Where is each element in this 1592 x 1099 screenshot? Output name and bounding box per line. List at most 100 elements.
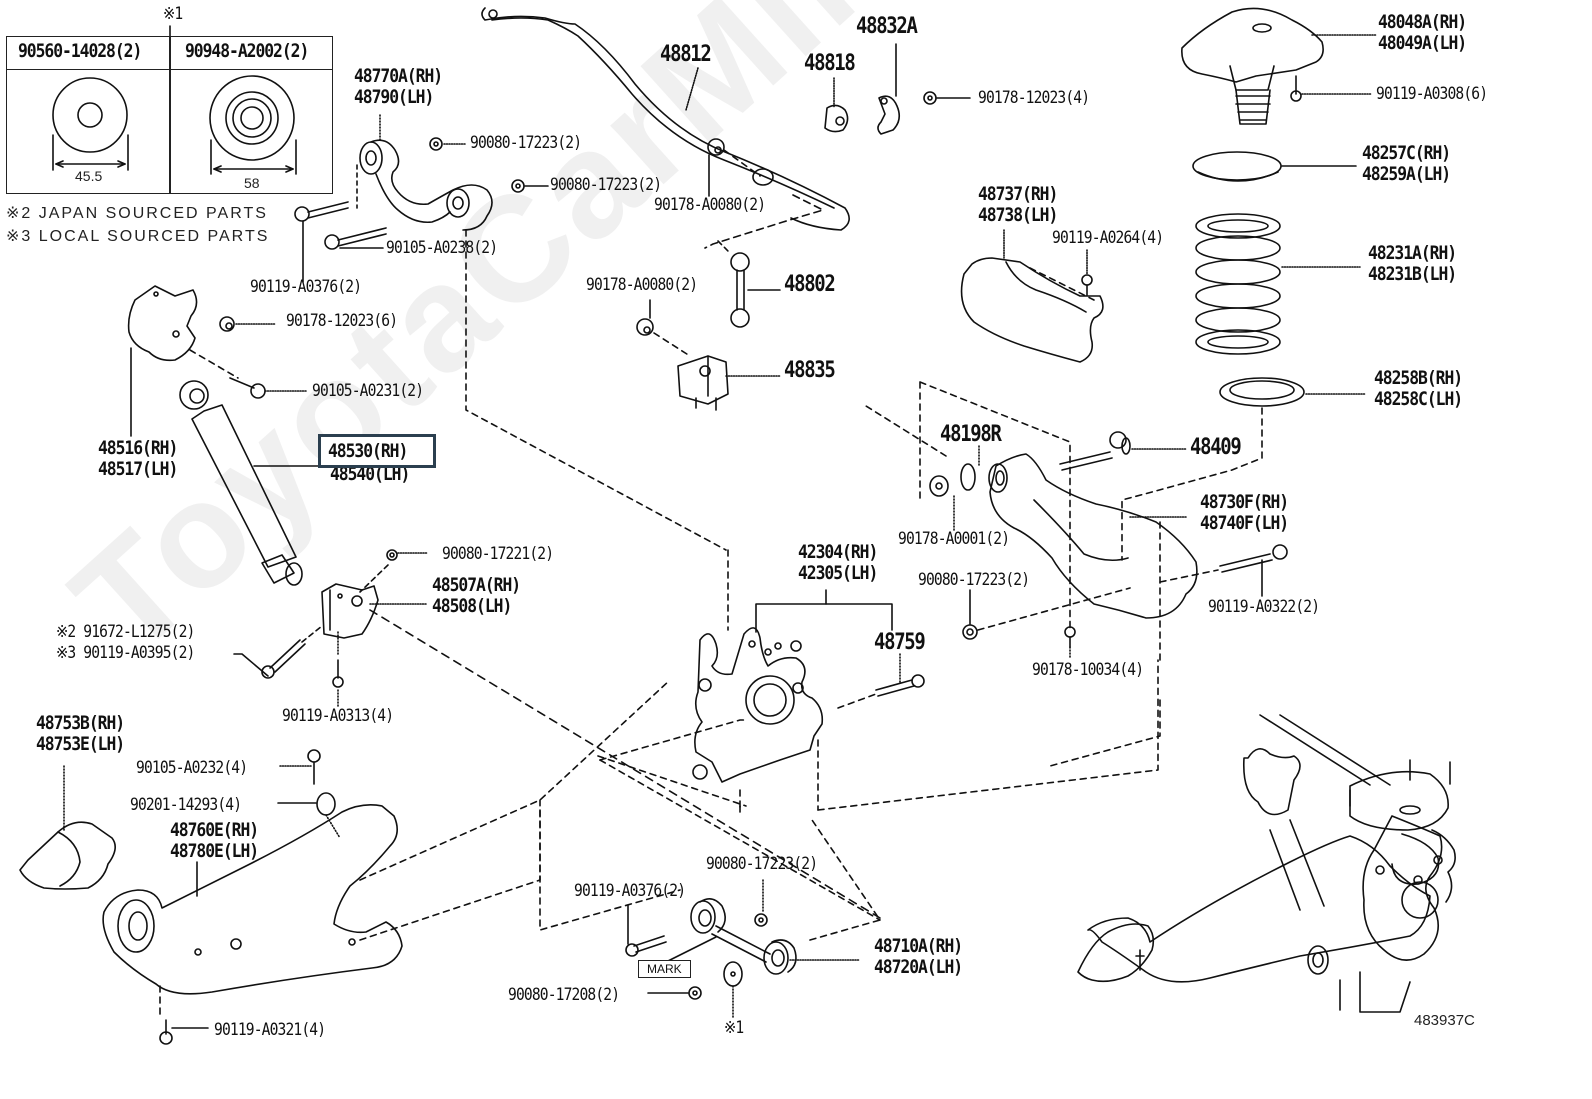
callout-nut-90080-17221[interactable]: 90080-17221(2) bbox=[442, 544, 554, 564]
callout-bolt-90119-a0321[interactable]: 90119-A0321(4) bbox=[214, 1020, 326, 1040]
note-table-divider bbox=[169, 37, 171, 193]
callout-knuckle-lh[interactable]: 42305(LH) bbox=[798, 562, 878, 584]
washer-45-icon bbox=[52, 77, 129, 171]
callout-lower-arm-lh[interactable]: 48740F(LH) bbox=[1200, 512, 1289, 534]
nut-icon bbox=[962, 624, 978, 640]
callout-upper-arm-lh[interactable]: 48790(LH) bbox=[354, 86, 434, 108]
coil-spring-drawing bbox=[1195, 213, 1281, 355]
callout-spring-cover-rh[interactable]: 48737(RH) bbox=[978, 183, 1058, 205]
callout-bolt-90119-a0264[interactable]: 90119-A0264(4) bbox=[1052, 228, 1164, 248]
callout-trailing-arm-lh[interactable]: 48780E(LH) bbox=[170, 840, 259, 862]
nut-icon bbox=[929, 475, 949, 497]
bracket-icon bbox=[877, 95, 901, 135]
washer-icon bbox=[316, 792, 336, 816]
bolt-icon bbox=[307, 749, 321, 785]
callout-bolt-90119-a0313[interactable]: 90119-A0313(4) bbox=[282, 706, 394, 726]
callout-lower-cover-lh[interactable]: 48753E(LH) bbox=[36, 733, 125, 755]
lower-insulator-drawing bbox=[1219, 377, 1305, 407]
table-dimension-2: 58 bbox=[244, 175, 260, 191]
callout-lower-insulator-rh[interactable]: 48258B(RH) bbox=[1374, 367, 1463, 389]
bolt-icon bbox=[875, 674, 925, 697]
callout-lower-cover-rh[interactable]: 48753B(RH) bbox=[36, 712, 125, 734]
callout-nut-90178-a0080-top[interactable]: 90178-A0080(2) bbox=[654, 195, 766, 215]
callout-nut-90178-12023-4[interactable]: 90178-12023(4) bbox=[978, 88, 1090, 108]
callout-bolt-japan-91672-l1275[interactable]: ※2 91672-L1275(2) bbox=[56, 622, 195, 642]
callout-nut-90178-a0001[interactable]: 90178-A0001(2) bbox=[898, 529, 1010, 549]
callout-lower-insulator-lh[interactable]: 48258C(LH) bbox=[1374, 388, 1463, 410]
callout-stabilizer-bracket[interactable]: 48832A bbox=[856, 14, 918, 39]
washer-58-icon bbox=[209, 75, 297, 175]
bolt-icon bbox=[294, 201, 349, 222]
callout-bolt-90105-a0231[interactable]: 90105-A0231(2) bbox=[312, 381, 424, 401]
nut-icon bbox=[429, 137, 443, 151]
callout-knuckle-rh[interactable]: 42304(RH) bbox=[798, 541, 878, 563]
callout-lower-bracket-rh[interactable]: 48507A(RH) bbox=[432, 574, 521, 596]
callout-nut-90080-17223-a[interactable]: 90080-17223(2) bbox=[470, 133, 582, 153]
callout-shock-absorber-rh[interactable]: 48530(RH) bbox=[328, 440, 408, 462]
table-dimension-1: 45.5 bbox=[75, 168, 103, 184]
bolt-icon bbox=[229, 377, 266, 399]
nut-icon bbox=[219, 316, 235, 332]
nut-icon bbox=[636, 318, 654, 336]
callout-shock-absorber-lh[interactable]: 48540(LH) bbox=[330, 463, 410, 485]
note-table bbox=[6, 36, 333, 194]
callout-nut-90080-17223-b[interactable]: 90080-17223(2) bbox=[550, 175, 662, 195]
callout-bolt-90119-a0376-top[interactable]: 90119-A0376(2) bbox=[250, 277, 362, 297]
absorber-bracket-drawing bbox=[127, 285, 198, 362]
callout-toe-link-lh[interactable]: 48720A(LH) bbox=[874, 956, 963, 978]
table-part-1[interactable]: 90560-14028(2) bbox=[18, 40, 142, 62]
nut-icon bbox=[1064, 626, 1076, 648]
callout-bolt-90105-a0232[interactable]: 90105-A0232(4) bbox=[136, 758, 248, 778]
callout-nut-90080-17208[interactable]: 90080-17208(2) bbox=[508, 985, 620, 1005]
callout-spring-cover-lh[interactable]: 48738(LH) bbox=[978, 204, 1058, 226]
highlight-box bbox=[318, 434, 436, 468]
callout-stabilizer-bar[interactable]: 48812 bbox=[660, 42, 712, 67]
callout-upper-arm-rh[interactable]: 48770A(RH) bbox=[354, 65, 443, 87]
callout-washer-ref[interactable]: ※1 bbox=[724, 1018, 744, 1038]
callout-stabilizer-link-bracket[interactable]: 48835 bbox=[784, 358, 836, 383]
upper-insulator-drawing bbox=[1192, 151, 1282, 182]
callout-bolt-48759[interactable]: 48759 bbox=[874, 630, 926, 655]
callout-bolt-90105-a0238[interactable]: 90105-A0238(2) bbox=[386, 238, 498, 258]
callout-trailing-arm-rh[interactable]: 48760E(RH) bbox=[170, 819, 259, 841]
nut-icon bbox=[707, 138, 725, 156]
nut-icon bbox=[688, 986, 702, 1000]
callout-nut-90178-a0080-mid[interactable]: 90178-A0080(2) bbox=[586, 275, 698, 295]
callout-bolt-90119-a0308[interactable]: 90119-A0308(6) bbox=[1376, 84, 1488, 104]
callout-stabilizer-link[interactable]: 48802 bbox=[784, 272, 836, 297]
callout-stabilizer-bushing[interactable]: 48818 bbox=[804, 51, 856, 76]
callout-cam-bolt-48409[interactable]: 48409 bbox=[1190, 435, 1242, 460]
callout-support-rh[interactable]: 48048A(RH) bbox=[1378, 11, 1467, 33]
callout-lower-arm-rh[interactable]: 48730F(RH) bbox=[1200, 491, 1289, 513]
spring-cover-drawing bbox=[960, 257, 1104, 363]
mark-label: MARK bbox=[638, 960, 691, 978]
callout-toe-link-rh[interactable]: 48710A(RH) bbox=[874, 935, 963, 957]
callout-nut-90080-17223-d[interactable]: 90080-17223(2) bbox=[706, 854, 818, 874]
callout-bolt-90119-a0376-bottom[interactable]: 90119-A0376(2) bbox=[574, 881, 686, 901]
callout-cam-48198r[interactable]: 48198R bbox=[940, 422, 1002, 447]
bolt-icon bbox=[159, 1019, 173, 1045]
callout-upper-insulator-lh[interactable]: 48259A(LH) bbox=[1362, 163, 1451, 185]
knuckle-drawing bbox=[692, 627, 824, 783]
callout-upper-insulator-rh[interactable]: 48257C(RH) bbox=[1362, 142, 1451, 164]
callout-bolt-local-90119-a0395[interactable]: ※3 90119-A0395(2) bbox=[56, 643, 195, 663]
callout-nut-90080-17223-c[interactable]: 90080-17223(2) bbox=[918, 570, 1030, 590]
bushing-icon bbox=[824, 104, 849, 133]
table-part-2[interactable]: 90948-A2002(2) bbox=[185, 40, 309, 62]
bolt-icon bbox=[625, 935, 667, 957]
trailing-arm-drawing bbox=[102, 804, 403, 995]
callout-lower-bracket-lh[interactable]: 48508(LH) bbox=[432, 595, 512, 617]
callout-washer-90201-14293[interactable]: 90201-14293(4) bbox=[130, 795, 242, 815]
callout-nut-90178-12023-6[interactable]: 90178-12023(6) bbox=[286, 311, 398, 331]
nut-icon bbox=[511, 179, 525, 193]
callout-bolt-90119-a0322[interactable]: 90119-A0322(2) bbox=[1208, 597, 1320, 617]
nut-icon bbox=[754, 913, 768, 927]
callout-absorber-bracket-lh[interactable]: 48517(LH) bbox=[98, 458, 178, 480]
callout-support-lh[interactable]: 48049A(LH) bbox=[1378, 32, 1467, 54]
callout-coil-spring-lh[interactable]: 48231B(LH) bbox=[1368, 263, 1457, 285]
link-bracket-drawing bbox=[677, 355, 729, 411]
callout-coil-spring-rh[interactable]: 48231A(RH) bbox=[1368, 242, 1457, 264]
callout-absorber-bracket-rh[interactable]: 48516(RH) bbox=[98, 437, 178, 459]
note-ref-mark: ※1 bbox=[163, 4, 183, 24]
callout-nut-90178-10034[interactable]: 90178-10034(4) bbox=[1032, 660, 1144, 680]
